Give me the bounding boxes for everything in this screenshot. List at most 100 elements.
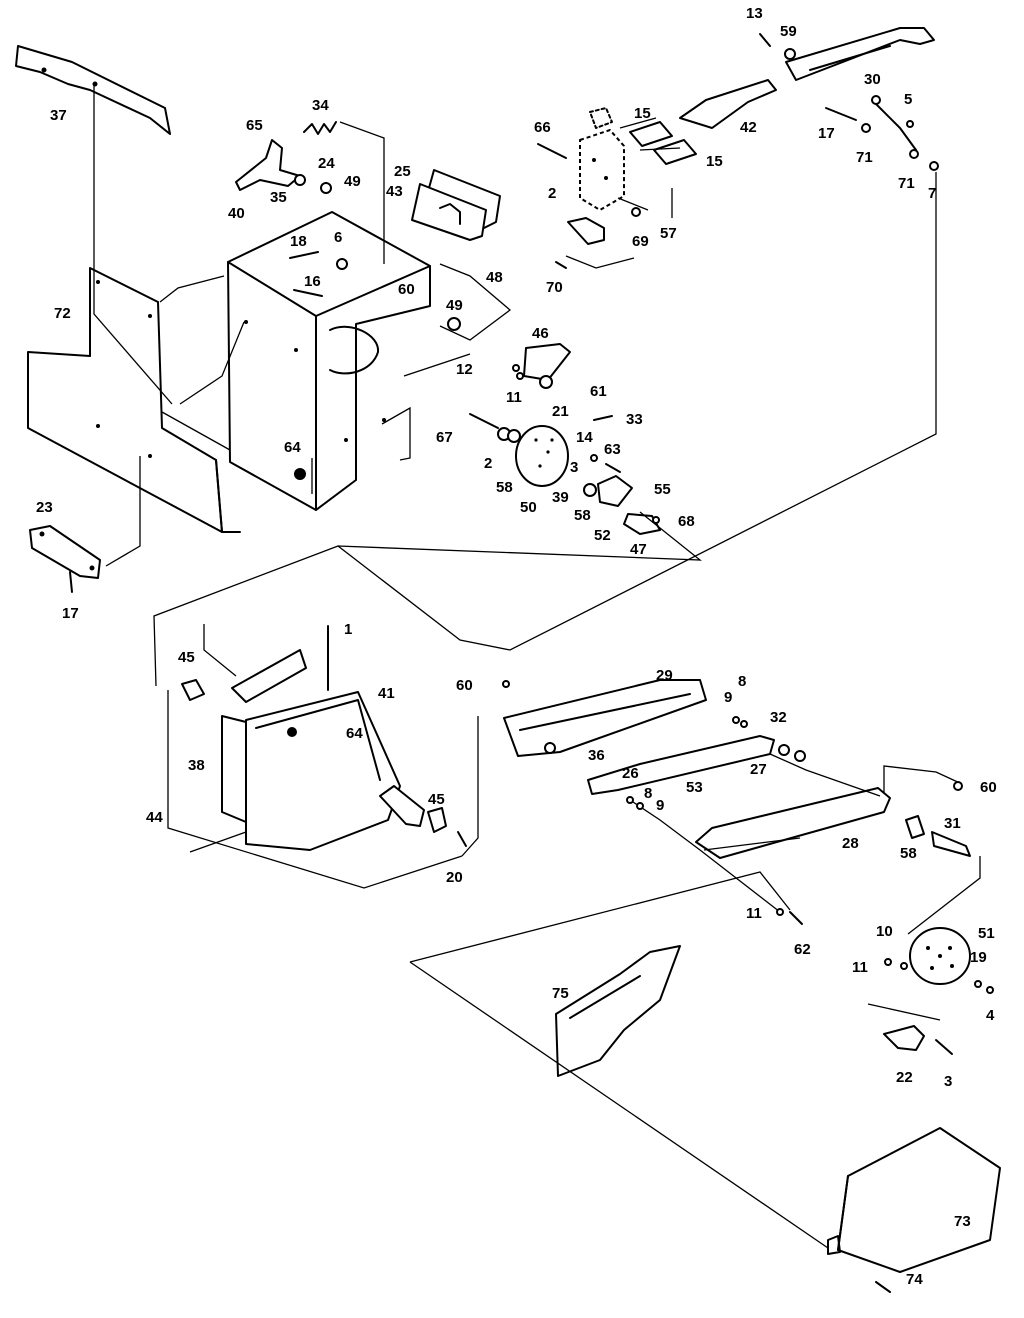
callout-55: 55: [654, 481, 671, 498]
callout-43: 43: [386, 183, 403, 200]
hardware-fasteners: [69, 33, 994, 1293]
callout-64: 64: [346, 725, 363, 742]
callout-14: 14: [576, 429, 593, 446]
part-31-58-shaft: [905, 815, 971, 857]
callout-60: 60: [456, 677, 473, 694]
callout-42: 42: [740, 119, 757, 136]
part-46-shaft: [523, 343, 571, 389]
part-switch-assembly: [567, 107, 697, 245]
part-29-arm: [503, 679, 707, 757]
callout-37: 37: [50, 107, 67, 124]
callout-33: 33: [626, 411, 643, 428]
callout-23: 23: [36, 499, 53, 516]
callout-64: 64: [284, 439, 301, 456]
part-40-lever: [235, 139, 301, 191]
callout-71: 71: [898, 175, 915, 192]
callout-68: 68: [678, 513, 695, 530]
callout-66: 66: [534, 119, 551, 136]
part-73-cover: [827, 1127, 1001, 1273]
leader-lines: [93, 86, 981, 1249]
callout-75: 75: [552, 985, 569, 1002]
callout-38: 38: [188, 757, 205, 774]
part-34-spring: [303, 121, 337, 135]
callout-45: 45: [178, 649, 195, 666]
part-25-43-plates: [411, 169, 501, 241]
part-41-housing: [231, 649, 401, 851]
callout-3: 3: [944, 1073, 952, 1090]
callout-40: 40: [228, 205, 245, 222]
callout-3: 3: [570, 459, 578, 476]
callout-31: 31: [944, 815, 961, 832]
callout-47: 47: [630, 541, 647, 558]
callout-11: 11: [506, 389, 522, 406]
callout-9: 9: [724, 689, 732, 706]
part-main-housing: [227, 211, 431, 511]
callout-34: 34: [312, 97, 329, 114]
callout-26: 26: [622, 765, 639, 782]
callout-53: 53: [686, 779, 703, 796]
callout-6: 6: [334, 229, 342, 246]
callout-5: 5: [904, 91, 912, 108]
part-72-base-plate: [27, 267, 241, 533]
callout-15: 15: [634, 105, 651, 122]
callout-61: 61: [590, 383, 607, 400]
part-22-blade: [883, 1025, 925, 1051]
callout-27: 27: [750, 761, 767, 778]
callout-15: 15: [706, 153, 723, 170]
callout-9: 9: [656, 797, 664, 814]
callout-18: 18: [290, 233, 307, 250]
callout-2: 2: [548, 185, 556, 202]
callout-10: 10: [876, 923, 893, 940]
callout-28: 28: [842, 835, 859, 852]
callout-44: 44: [146, 809, 163, 826]
callout-49: 49: [446, 297, 463, 314]
callout-30: 30: [864, 71, 881, 88]
callout-50: 50: [520, 499, 537, 516]
callout-51: 51: [978, 925, 995, 942]
callout-58: 58: [574, 507, 591, 524]
callout-2: 2: [484, 455, 492, 472]
callout-1: 1: [344, 621, 352, 638]
part-30-linkage: [871, 95, 917, 151]
callout-8: 8: [738, 673, 746, 690]
part-75-guard: [555, 945, 681, 1077]
callout-29: 29: [656, 667, 673, 684]
callout-67: 67: [436, 429, 453, 446]
callout-60: 60: [980, 779, 997, 796]
part-53-arm: [587, 735, 775, 795]
part-52-55-bushing: [597, 475, 661, 535]
callout-48: 48: [486, 269, 503, 286]
callout-17: 17: [62, 605, 79, 622]
callout-24: 24: [318, 155, 335, 172]
callout-17: 17: [818, 125, 835, 142]
callout-71: 71: [856, 149, 873, 166]
callout-11: 11: [746, 905, 762, 922]
callout-72: 72: [54, 305, 71, 322]
callout-58: 58: [900, 845, 917, 862]
part-23-bracket: [29, 525, 101, 579]
callout-7: 7: [928, 185, 936, 202]
callout-73: 73: [954, 1213, 971, 1230]
callout-70: 70: [546, 279, 563, 296]
callout-11: 11: [852, 959, 868, 976]
callout-labels: 1 2 2 3 3 4 5 6 7 8 8 9 9 10 11 11 11 12…: [36, 5, 997, 1288]
callout-32: 32: [770, 709, 787, 726]
callout-58: 58: [496, 479, 513, 496]
callout-19: 19: [970, 949, 987, 966]
callout-16: 16: [304, 273, 321, 290]
callout-65: 65: [246, 117, 263, 134]
part-38-plate: [221, 715, 247, 823]
callout-21: 21: [552, 403, 569, 420]
callout-36: 36: [588, 747, 605, 764]
callout-45: 45: [428, 791, 445, 808]
callout-41: 41: [378, 685, 395, 702]
callout-57: 57: [660, 225, 677, 242]
callout-46: 46: [532, 325, 549, 342]
callout-63: 63: [604, 441, 621, 458]
part-51-disc: [909, 927, 971, 985]
part-42-handle: [679, 79, 777, 129]
callout-35: 35: [270, 189, 287, 206]
callout-49: 49: [344, 173, 361, 190]
part-handle-bar: [785, 27, 935, 81]
